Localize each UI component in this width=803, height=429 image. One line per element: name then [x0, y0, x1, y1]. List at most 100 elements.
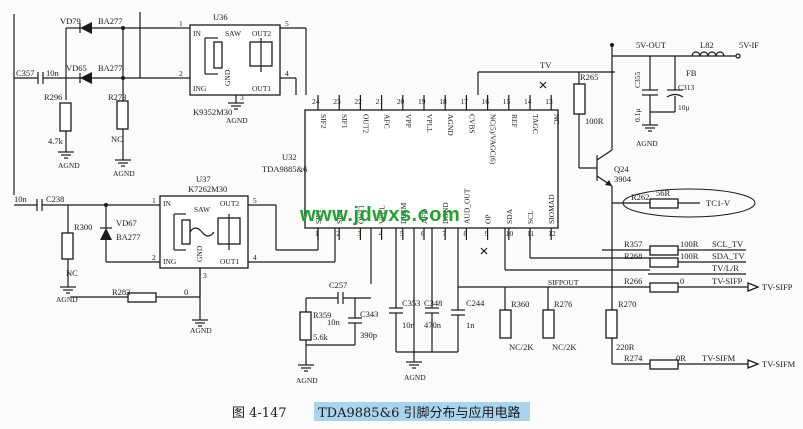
u37-saw-filter: U37 K7262M30 IN ING SAW OUT2 OUT1 GND 1 … [152, 174, 336, 297]
u36-part: K9352M30 [193, 107, 232, 117]
input-network-bottom: 10n C238 R300 NC AGND VD67 BA277 R283 0 … [14, 194, 212, 335]
c257-ref: C257 [329, 280, 347, 290]
q24-ref: Q24 [614, 164, 629, 174]
r357-ref: R357 [624, 239, 642, 249]
u36-pin-out1: OUT1 [252, 84, 271, 93]
l82-value: FB [686, 68, 697, 78]
vd67-ref: VD67 [116, 218, 137, 228]
r262-value: 56R [656, 188, 671, 198]
agnd-label: AGND [296, 376, 318, 385]
u32-pin-number: 6 [421, 229, 425, 238]
r273-ref: R273 [108, 92, 126, 102]
5v-if-label: 5V-IF [739, 40, 759, 50]
u32-pin-number: 21 [376, 97, 384, 106]
u32-pin-number: 23 [333, 97, 341, 106]
c357-ref: C357 [16, 68, 34, 78]
u32-pin-name: DGND [441, 202, 450, 224]
u32-pin-name: SIF2 [319, 114, 328, 129]
tv-sifm-port: TV-SIFM [762, 359, 796, 369]
u32-pin-number: 15 [503, 97, 511, 106]
u32-pin-number: 22 [354, 97, 362, 106]
u32-top-pins: 24SIF223SIF122OUT221AFC20VPP19VPLL18AGND… [312, 95, 561, 165]
agnd-label: AGND [226, 116, 248, 125]
u36-pin-num: 3 [240, 93, 244, 102]
u32-pin-number: 2 [336, 229, 340, 238]
u32-pin-number: 19 [418, 97, 426, 106]
u32-pin-name: REF [510, 114, 519, 128]
tv-net-label: TV [540, 60, 552, 70]
watermark: www.jdwxs.com [299, 204, 460, 226]
u37-pin-out1: OUT1 [220, 257, 239, 266]
caption-title: TDA9885&6 引脚分布与应用电路 [318, 405, 521, 421]
u36-pin-num: 4 [285, 69, 289, 78]
u36-saw-filter: 1 2 U36 IN ING SAW OUT2 OUT1 GND 5 4 3 A… [176, 12, 307, 125]
vd65-part: BA277 [98, 63, 123, 73]
u32-pin-number: 7 [442, 229, 446, 238]
u37-part: K7262M30 [188, 184, 227, 194]
r270-ref: R270 [618, 299, 636, 309]
r262-ref: R262 [631, 192, 649, 202]
u32-pin-number: 4 [379, 229, 383, 238]
r266-value: 0 [680, 276, 684, 286]
r357-value: 100R [680, 239, 699, 249]
c244-ref: C244 [466, 298, 485, 308]
u32-pin-number: 18 [439, 97, 447, 106]
c238-ref: C238 [46, 194, 64, 204]
u32-pin-number: 1 [315, 229, 319, 238]
r276-value: NC/2K [552, 342, 577, 352]
r268-ref: R268 [624, 251, 642, 261]
u32-pin-name: VPLL [425, 114, 434, 133]
u32-pin-number: 10 [506, 229, 514, 238]
u37-pin-gnd: GND [195, 245, 204, 262]
r274-ref: R274 [624, 353, 643, 363]
u32-pin-name: NC(5)/VAGC(6) [489, 114, 498, 165]
c353-value: 10n [402, 320, 416, 330]
u32-pin-number: 16 [482, 97, 490, 106]
u32-tda9885-ic: U32 TDA9885&6 24SIF223SIF122OUT221AFC20V… [262, 95, 561, 240]
u36-pin-out2: OUT2 [252, 29, 271, 38]
r265-ref: R265 [580, 72, 598, 82]
u32-part: TDA9885&6 [262, 164, 307, 174]
u32-pin-name: VPLL [378, 205, 387, 224]
c357-value: 10n [46, 68, 60, 78]
u32-pin-name: DEEM [399, 202, 408, 224]
u32-pin-name: NC [552, 114, 561, 124]
r283-value: 0 [184, 287, 188, 297]
u36-saw-label: SAW [225, 29, 242, 38]
c355-value: 0.1μ [633, 109, 642, 122]
u32-pin-name: CVBS [467, 114, 476, 134]
r266-ref: R266 [624, 276, 642, 286]
tv-sifp-port: TV-SIFP [762, 282, 793, 292]
r265-value: 100R [585, 116, 604, 126]
u32-pin-name: SIF1 [314, 209, 323, 224]
input-network-top: C357 10n VD79 BA277 VD65 BA277 R296 4.7k… [13, 12, 176, 195]
r359-value: 5.6k [313, 332, 329, 342]
u32-pin-number: 24 [312, 97, 320, 106]
deemphasis-network: C257 R359 5.6k 10n C343 390p AGND C353 1… [296, 228, 485, 385]
r268-value: 100R [680, 251, 699, 261]
vd67-part: BA277 [116, 232, 141, 242]
r360-ref: R360 [511, 299, 529, 309]
u37-ref: U37 [196, 174, 211, 184]
q24-part: 3904 [614, 174, 632, 184]
u37-pin-in: IN [163, 199, 171, 208]
tvlr-label: TV/L/R [712, 263, 739, 273]
c343-ref: C343 [360, 309, 378, 319]
u32-pin-name: OUT2 [361, 114, 370, 133]
u32-pin-name: AUD_OUT [462, 188, 471, 224]
u37-pin-num: 1 [152, 196, 156, 205]
c313-ref: C313 [678, 83, 695, 92]
figure-caption: 图 4-147 TDA9885&6 引脚分布与应用电路 [232, 402, 530, 421]
u32-pin-number: 8 [463, 229, 467, 238]
u37-pin-num: 5 [253, 196, 257, 205]
u32-pin-number: 20 [397, 97, 405, 106]
vd79-part: BA277 [98, 16, 123, 26]
u32-pin-name: AFD [420, 208, 429, 224]
u37-pin-num: 4 [253, 253, 257, 262]
u36-pin-in: IN [193, 29, 201, 38]
u32-pin-number: 13 [545, 97, 553, 106]
r296-ref: R296 [44, 92, 62, 102]
u36-pin-num: 5 [285, 19, 289, 28]
u32-pin-number: 3 [357, 229, 361, 238]
